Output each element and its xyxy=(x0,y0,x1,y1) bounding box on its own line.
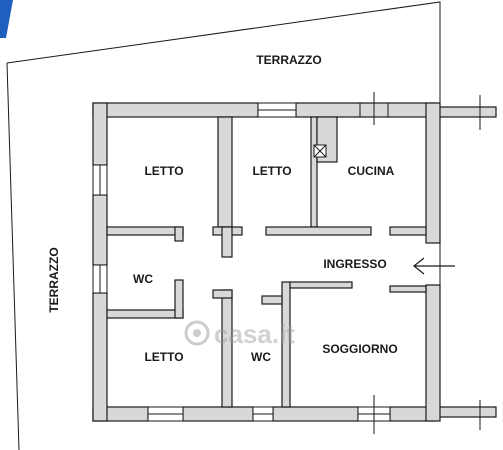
label-terrace-top: TERRAZZO xyxy=(256,53,321,67)
label-wc-1: WC xyxy=(133,272,153,286)
windows xyxy=(92,92,391,434)
label-entrance: INGRESSO xyxy=(323,257,386,271)
label-bedroom-1: LETTO xyxy=(144,164,183,178)
label-wc-2: WC xyxy=(251,350,271,364)
watermark-text: casa.it xyxy=(214,319,295,349)
casa-logo-icon xyxy=(184,320,210,346)
label-bedroom-3: LETTO xyxy=(144,350,183,364)
ventilation-box-icon xyxy=(313,144,327,158)
label-terrace-left: TERRAZZO xyxy=(47,247,61,312)
interior-walls xyxy=(106,116,427,408)
terrace-boundary xyxy=(6,1,441,108)
entrance-arrow-icon xyxy=(413,243,455,285)
label-bedroom-2: LETTO xyxy=(252,164,291,178)
label-living: SOGGIORNO xyxy=(322,342,397,356)
exterior-walls xyxy=(92,102,497,422)
terrace-boundary-left xyxy=(6,62,20,450)
corner-accent xyxy=(0,0,13,38)
label-kitchen: CUCINA xyxy=(348,164,395,178)
